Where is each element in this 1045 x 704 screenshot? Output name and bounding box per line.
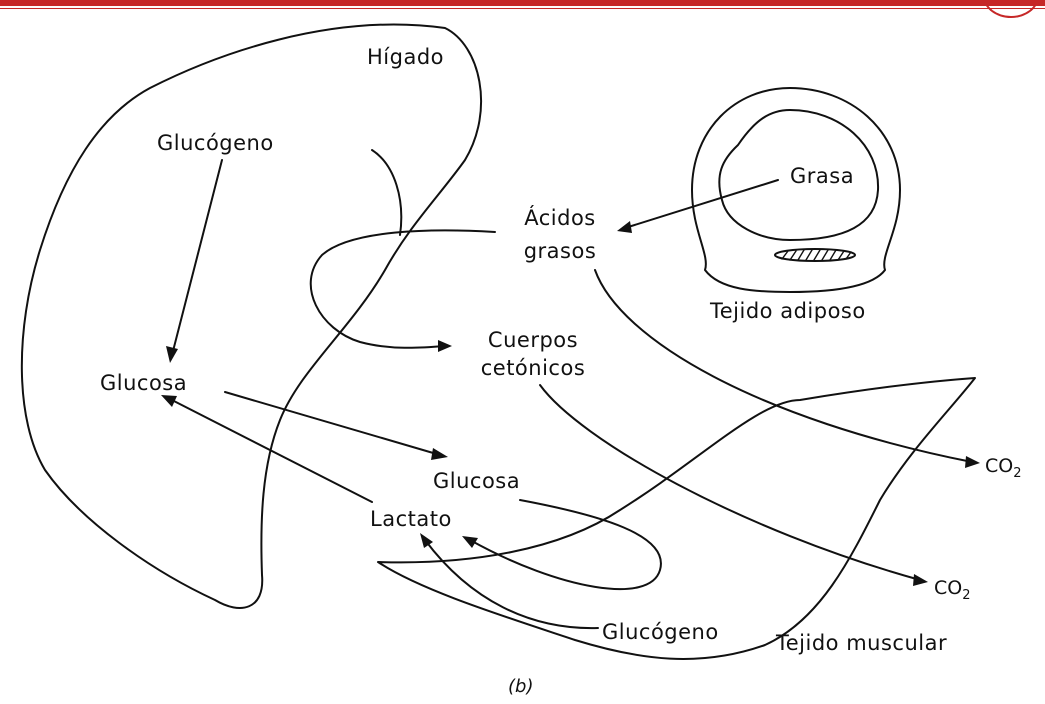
adipose-outer xyxy=(691,87,901,293)
top-border-rule xyxy=(0,8,1045,9)
arrow-muscle-glycogen-to-lactate xyxy=(424,539,599,630)
adipose-nucleus-hatching xyxy=(781,249,852,261)
lactate-label: Lactato xyxy=(370,507,452,531)
adipose-inner xyxy=(718,109,880,241)
ketone-bodies-label-line2: cetónicos xyxy=(480,356,586,380)
arrow-ketones-to-co2 xyxy=(539,384,921,581)
co2-upper-label: CO2 xyxy=(985,455,1022,481)
liver-glycogen-label: Glucógeno xyxy=(157,131,274,155)
figure-caption: (b) xyxy=(508,676,534,697)
muscle-glycogen-label: Glucógeno xyxy=(602,620,719,644)
liver-internal-line xyxy=(371,149,403,236)
muscle-tissue-label: Tejido muscular xyxy=(776,631,948,655)
liver-glucose-label: Glucosa xyxy=(100,371,188,395)
arrow-glycogen-to-glucose xyxy=(171,159,223,356)
adipose-tissue-label: Tejido adiposo xyxy=(710,299,866,323)
arrow-lactate-to-glucose xyxy=(167,397,373,503)
arrow-fattyacids-to-co2 xyxy=(594,269,973,463)
adipose-nucleus xyxy=(774,248,856,262)
arrow-glucose-liver-to-muscle xyxy=(224,391,441,456)
muscle-glucose-label: Glucosa xyxy=(433,469,521,493)
ketone-bodies-label-line1: Cuerpos xyxy=(487,328,579,352)
muscle-outline xyxy=(377,377,976,660)
liver-outline xyxy=(20,23,483,609)
arrow-fat-to-fattyacids xyxy=(624,179,779,229)
top-border-bar xyxy=(0,0,1045,6)
co2-lower-label: CO2 xyxy=(934,577,971,603)
liver-label: Hígado xyxy=(367,45,445,69)
arrow-muscle-glucose-to-lactate xyxy=(469,499,662,591)
fat-label: Grasa xyxy=(790,164,855,188)
fatty-acids-label-line1: Ácidos xyxy=(524,206,596,230)
arrow-fattyacids-to-ketones xyxy=(309,229,496,349)
fatty-acids-label-line2: grasos xyxy=(523,239,597,263)
